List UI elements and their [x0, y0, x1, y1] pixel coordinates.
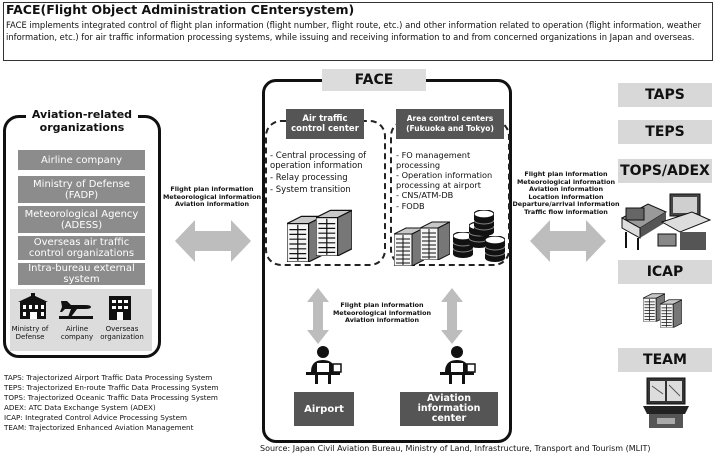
database-icon [474, 210, 494, 236]
airplane-icon [59, 301, 93, 319]
airport-operator-icon [303, 344, 343, 384]
left-flow-label: Aviation information [174, 200, 250, 208]
server-icon [420, 220, 450, 260]
diagram-description: FACE implements integrated control of fl… [6, 20, 702, 42]
aic-label-line3: center [431, 413, 467, 424]
acc-aic-double-arrow [441, 288, 463, 344]
org-item-airline: Airline company [18, 150, 145, 170]
diagram-title: FACE(Flight Object Administration CEnter… [6, 2, 355, 17]
left-flow-labels: Flight plan information Meteorological i… [160, 185, 264, 209]
government-building-icon [18, 293, 48, 319]
org-item-defense: Ministry of Defense (FADP) [18, 176, 145, 203]
aviation-title-line2: organizations [36, 121, 128, 134]
org-item-overseas-atc: Overseas air traffic control organizatio… [18, 236, 145, 260]
acc-bullet: - FO management processing [396, 150, 471, 170]
vertical-flow-labels: Flight plan information Meteorological i… [322, 301, 442, 325]
right-double-arrow [530, 220, 606, 262]
aviation-title-line1: Aviation-related [28, 108, 136, 121]
icon-label-ministry-of-defense: Ministry of Defense [11, 325, 49, 341]
abbreviation-item: TEAM: Trajectorized Enhanced Aviation Ma… [4, 423, 194, 432]
atc-airport-double-arrow [307, 288, 329, 344]
acc-bullet: - Operation information processing at ai… [396, 170, 493, 190]
atc-bullet: - Relay processing [270, 173, 348, 183]
system-icap: ICAP [618, 260, 712, 284]
console-icon [643, 377, 689, 428]
server-icon [660, 295, 682, 331]
system-taps: TAPS [618, 83, 712, 107]
system-teps: TEPS [618, 120, 712, 144]
right-flow-label: Aviation information [528, 185, 604, 193]
area-control-centers-label: Area control centers (Fukuoka and Tokyo) [396, 109, 504, 139]
database-icon [485, 236, 505, 262]
icon-label-airline-company: Airline company [60, 325, 94, 341]
abbreviation-item: ADEX: ATC Data Exchange System (ADEX) [4, 403, 156, 412]
atc-bullet: - System transition [270, 185, 351, 195]
system-tops-adex: TOPS/ADEX [618, 159, 712, 183]
right-flow-label: Departure/arrival information [512, 200, 620, 208]
airport-label: Airport [294, 392, 354, 426]
org-item-intra-bureau: Intra-bureau external system [18, 263, 145, 285]
right-flow-labels: Flight plan information Meteorological i… [510, 170, 622, 216]
abbreviation-item: ICAP: Integrated Control Advice Processi… [4, 413, 188, 422]
left-double-arrow [175, 220, 251, 262]
acc-label-line1: Area control centers [406, 114, 494, 123]
server-icon [316, 208, 352, 256]
atc-label-line2: control center [291, 124, 359, 134]
right-flow-label: Location information [528, 192, 604, 201]
abbreviation-item: TEPS: Trajectorized En-route Traffic Dat… [4, 383, 219, 392]
office-building-icon [109, 296, 131, 320]
vertical-flow-label: Aviation information [344, 316, 420, 324]
icon-label-overseas-organization: Overseas organization [100, 325, 144, 341]
right-flow-label: Flight plan information [524, 170, 608, 178]
acc-bullet: - CNS/ATM-DB [396, 190, 454, 200]
vertical-flow-label: Flight plan information [340, 301, 424, 309]
header-box [3, 2, 713, 61]
right-flow-label: Traffic flow information [524, 207, 608, 216]
left-flow-label: Flight plan information [170, 185, 254, 193]
atc-bullet: - Central processing of operation inform… [270, 151, 367, 171]
workstation-icon [620, 193, 712, 250]
face-title-background [322, 69, 426, 91]
aic-label-line1: Aviation [427, 393, 471, 404]
aic-operator-icon [437, 344, 477, 384]
left-flow-label: Meteorological information [162, 192, 262, 201]
acc-bullet: - FODB [396, 200, 425, 211]
acc-bullets: - FO management processing - Operation i… [396, 150, 510, 213]
aviation-information-center-label: Aviation information center [400, 392, 498, 426]
atc-bullets: - Central processing of operation inform… [270, 151, 386, 197]
org-item-meteorological: Meteorological Agency (ADESS) [18, 206, 145, 233]
atc-label-line1: Air traffic [302, 114, 348, 124]
aic-label-line2: information [417, 403, 481, 414]
vertical-flow-label: Meteorological information [332, 308, 432, 317]
abbreviations-list: TAPS: Trajectorized Airport Traffic Data… [4, 373, 219, 433]
source-note: Source: Japan Civil Aviation Bureau, Min… [260, 444, 651, 453]
atc-center-label: Air traffic control center [286, 109, 364, 139]
acc-label-line2: (Fukuoka and Tokyo) [406, 124, 494, 133]
system-team: TEAM [618, 348, 712, 372]
right-flow-label: Meteorological information [516, 177, 616, 186]
face-title: FACE [354, 72, 394, 88]
abbreviation-item: TOPS: Trajectorized Oceanic Traffic Data… [4, 393, 218, 402]
abbreviation-item: TAPS: Trajectorized Airport Traffic Data… [4, 373, 213, 382]
